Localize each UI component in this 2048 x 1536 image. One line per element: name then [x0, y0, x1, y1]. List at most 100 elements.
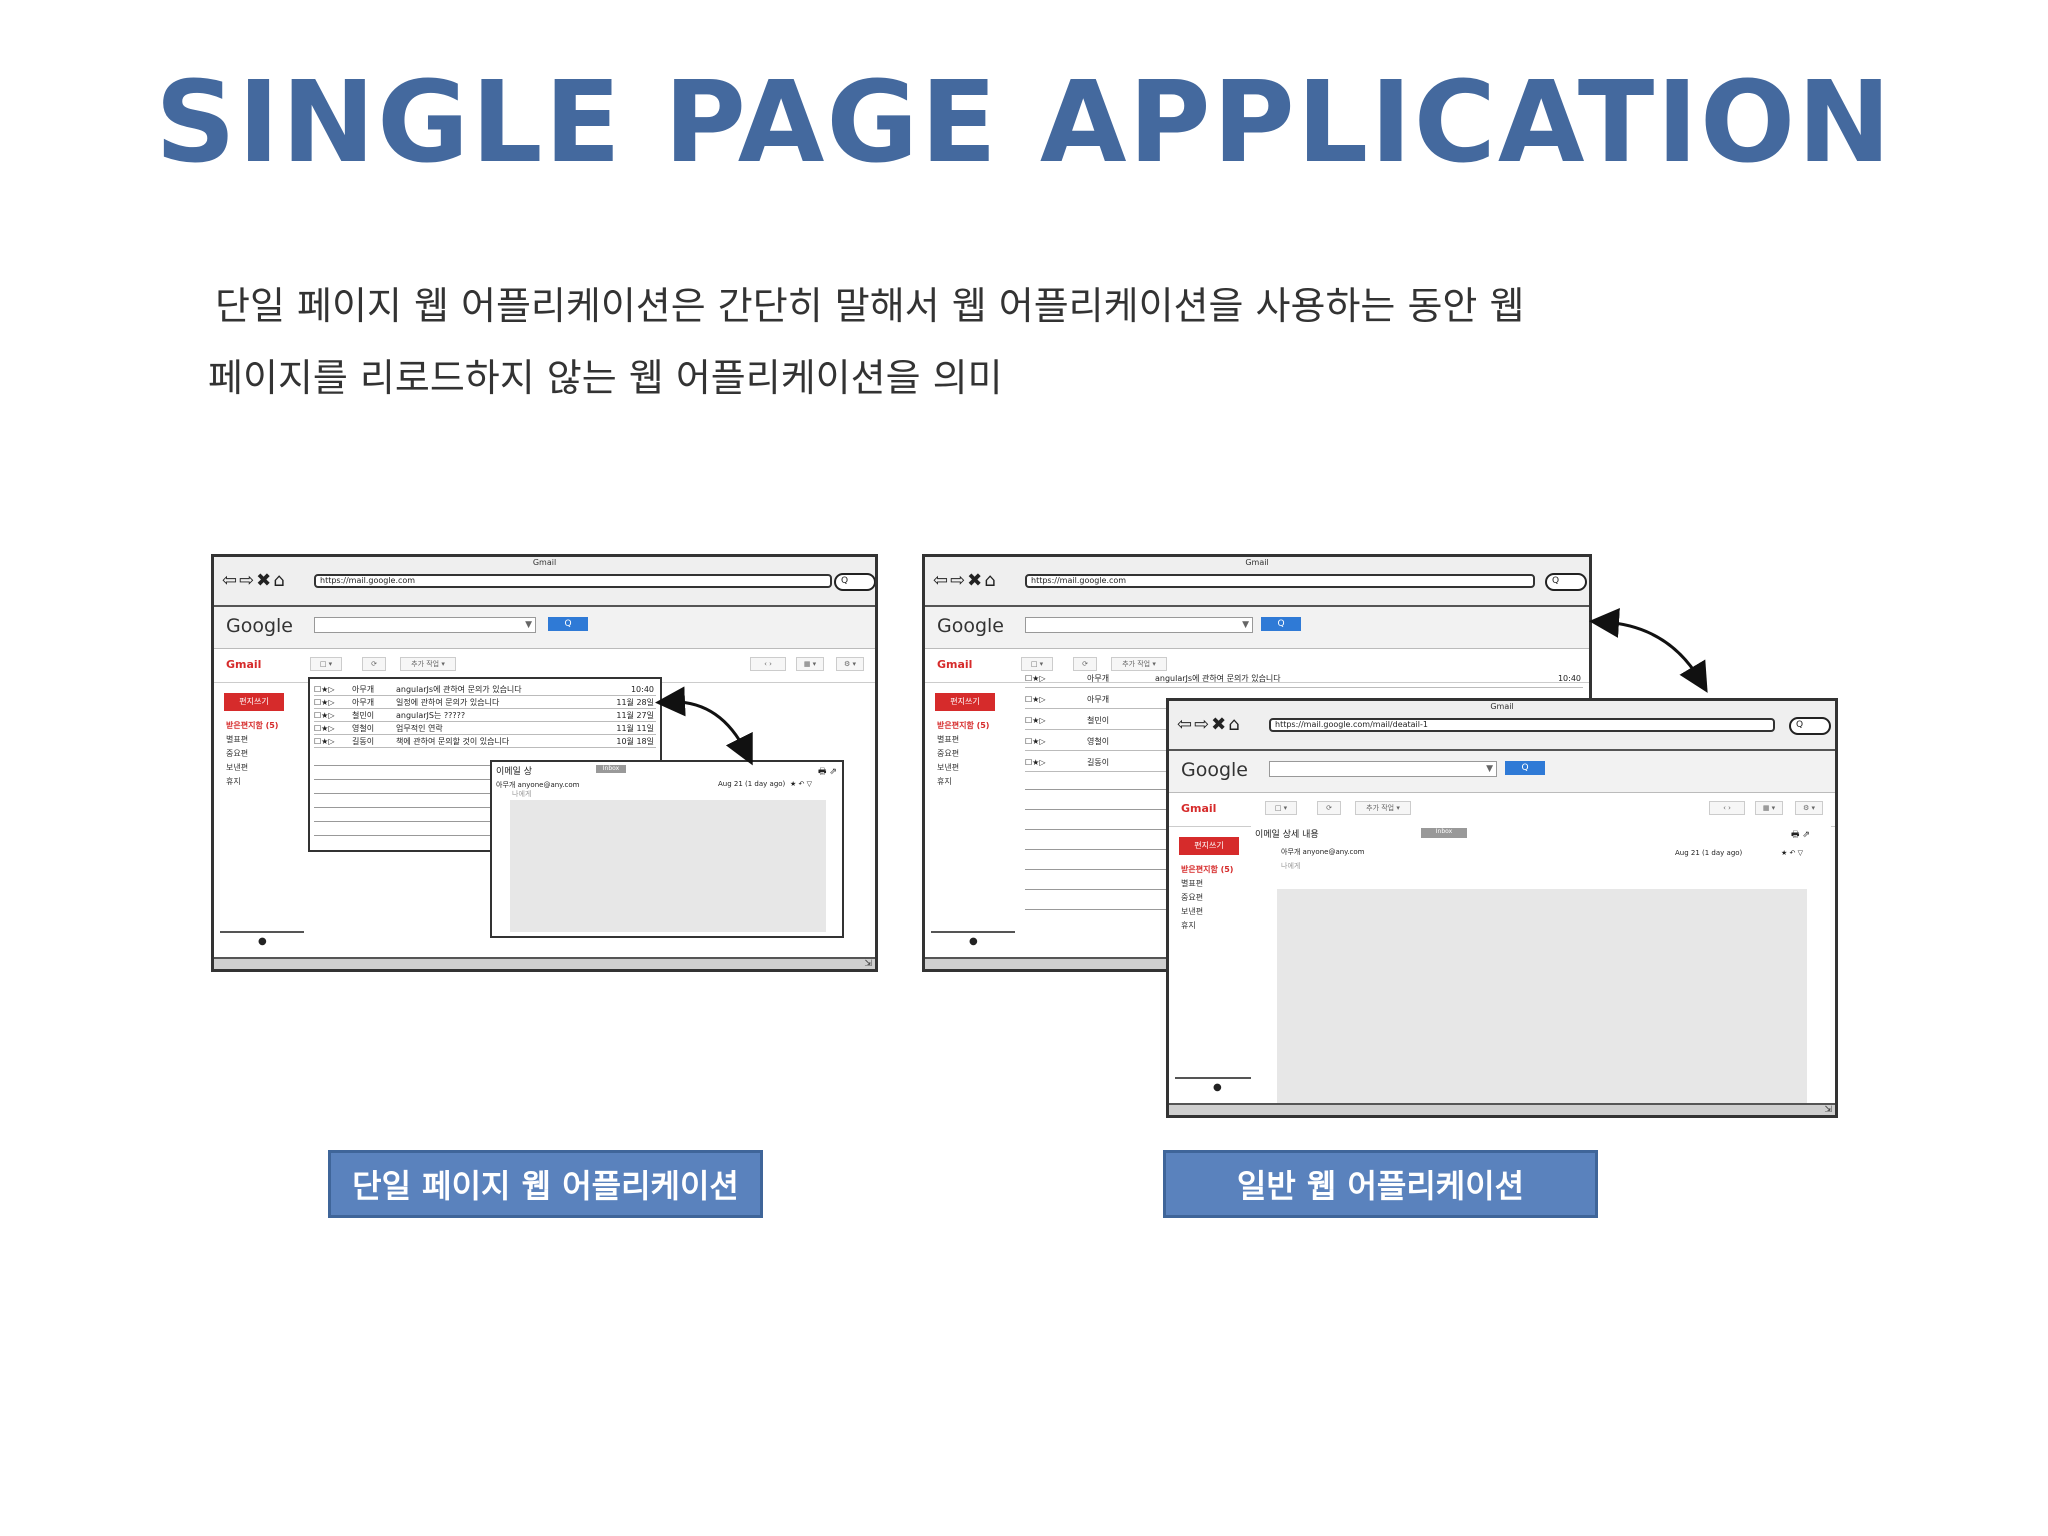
pager-icon: ‹ › — [750, 657, 786, 671]
sidebar-divider — [220, 931, 304, 933]
list-placeholder-line — [314, 807, 494, 808]
sidebar-divider — [931, 931, 1015, 933]
page-reload-arrow — [1589, 607, 1708, 693]
browser-nav-icons: ⇦⇨✖⌂ — [933, 570, 998, 591]
mail-sender: 아무개 — [352, 698, 375, 707]
mail-sender: 철민이 — [352, 711, 375, 720]
compose-button: 편지쓰기 — [224, 693, 284, 711]
browser-search-icon: Q — [834, 573, 875, 591]
compose-button: 편지쓰기 — [935, 693, 995, 711]
view-icon: ▦ ▾ — [1755, 801, 1783, 815]
mail-subject: 일정에 관하여 문의가 있습니다 — [396, 698, 500, 707]
browser-statusbar: ⇲ — [1169, 1103, 1835, 1115]
compose-button: 편지쓰기 — [1179, 837, 1239, 855]
google-search-button: Q — [548, 617, 588, 631]
detail-from: 아무개 anyone@any.com — [496, 781, 580, 789]
mail-detail-panel: 이메일 상세 내용 Inbox 🖶 ⇗ 아무개 anyone@any.com 나… — [1251, 825, 1831, 1109]
select-button: □ ▾ — [1021, 657, 1053, 671]
mail-row: ☐★▷ 영철이 업무적인 연락 11월 11일 — [314, 722, 656, 735]
mail-row-icons: ☐★▷ — [1025, 695, 1046, 704]
slide-title: SINGLE PAGE APPLICATION — [155, 58, 1893, 188]
detail-subject: 이메일 상 — [496, 767, 532, 777]
google-search-field: ▼ — [314, 617, 536, 633]
print-icon: 🖶 ⇗ — [1791, 830, 1810, 840]
list-placeholder-line — [314, 779, 494, 780]
sidebar-item-sent: 보낸편 — [1181, 907, 1204, 916]
mail-row-icons: ☐★▷ — [1025, 716, 1046, 725]
sidebar-item-trash: 휴지 — [226, 777, 241, 786]
mail-row-icons: ☐★▷ — [314, 711, 335, 720]
select-button: □ ▾ — [1265, 801, 1297, 815]
sidebar-folders: 받은편지함 (5) 별표편 중요편 보낸편 휴지 — [226, 719, 278, 789]
inbox-tag: Inbox — [1421, 828, 1467, 838]
mail-row: ☐★▷ 길동이 책에 관하여 문의할 것이 있습니다 10월 18일 — [314, 735, 656, 748]
mail-subject: angularJs에 관하여 문의가 있습니다 — [1155, 674, 1281, 683]
normal-browser-detail-mockup: Gmail ⇦⇨✖⌂ https://mail.google.com/mail/… — [1166, 698, 1838, 1118]
google-search-button: Q — [1261, 617, 1301, 631]
sidebar-item-important: 중요편 — [937, 749, 960, 758]
list-placeholder-line — [1025, 909, 1175, 910]
resize-icon: ⇲ — [1824, 1105, 1832, 1115]
chat-dot-icon: ● — [1213, 1082, 1222, 1093]
detail-body — [1277, 889, 1807, 1109]
mail-sender: 영철이 — [1087, 737, 1110, 746]
mail-row-icons: ☐★▷ — [314, 685, 335, 694]
google-logo: Google — [1181, 759, 1249, 781]
mail-row-icons: ☐★▷ — [314, 724, 335, 733]
mail-row-icons: ☐★▷ — [1025, 737, 1046, 746]
mail-sender: 아무개 — [1087, 674, 1110, 683]
mail-sender: 길동이 — [1087, 758, 1110, 767]
pager-icon: ‹ › — [1709, 801, 1745, 815]
mail-row-icons: ☐★▷ — [1025, 758, 1046, 767]
normal-web-app-caption-label: 일반 웹 어플리케이션 — [1163, 1150, 1598, 1218]
view-icon: ▦ ▾ — [796, 657, 824, 671]
gmail-label: Gmail — [937, 658, 973, 671]
mail-detail-panel: 이메일 상 Inbox 🖶 ⇗ 아무개 anyone@any.com 나에게 A… — [490, 760, 844, 938]
mail-row: ☐★▷ 아무개 angularJs에 관하여 문의가 있습니다 10:40 — [314, 683, 656, 696]
more-actions-button: 추가 작업 ▾ — [400, 657, 456, 671]
mail-subject: angularJs에 관하여 문의가 있습니다 — [396, 685, 522, 694]
refresh-icon: ⟳ — [1073, 657, 1097, 671]
list-placeholder-line — [314, 821, 494, 822]
sidebar-item-sent: 보낸편 — [226, 763, 249, 772]
google-header: Google ▼ Q — [1169, 751, 1835, 793]
detail-to: 나에게 — [512, 790, 532, 798]
more-actions-button: 추가 작업 ▾ — [1111, 657, 1167, 671]
detail-subject: 이메일 상세 내용 — [1255, 830, 1319, 840]
browser-nav-icons: ⇦⇨✖⌂ — [222, 570, 287, 591]
google-search-field: ▼ — [1269, 761, 1497, 777]
gmail-label: Gmail — [1181, 802, 1217, 815]
list-placeholder-line — [314, 793, 494, 794]
refresh-icon: ⟳ — [1317, 801, 1341, 815]
list-placeholder-line — [314, 835, 494, 836]
mail-sender: 철민이 — [1087, 716, 1110, 725]
window-title: Gmail — [532, 558, 557, 567]
description-line-2: 페이지를 리로드하지 않는 웹 어플리케이션을 의미 — [208, 356, 1003, 400]
gmail-toolbar: Gmail □ ▾ ⟳ 추가 작업 ▾ — [925, 649, 1589, 683]
detail-date: Aug 21 (1 day ago) — [718, 780, 786, 788]
detail-from: 아무개 anyone@any.com — [1281, 848, 1365, 856]
chat-dot-icon: ● — [258, 936, 267, 947]
mail-sender: 아무개 — [352, 685, 375, 694]
detail-action-icons: ★ ↶ ▽ — [790, 780, 812, 788]
sidebar-item-inbox: 받은편지함 (5) — [1181, 865, 1234, 874]
sidebar-item-important: 중요편 — [1181, 893, 1204, 902]
mail-sender: 영철이 — [352, 724, 375, 733]
list-placeholder-line — [1025, 869, 1175, 870]
mail-subject: 업무적인 연락 — [396, 724, 443, 733]
mail-row: ☐★▷ 철민이 angularJS는 ????? 11월 27일 — [314, 709, 656, 722]
mail-date: 10:40 — [630, 685, 654, 694]
sidebar-item-sent: 보낸편 — [937, 763, 960, 772]
google-header: Google ▼ Q — [925, 607, 1589, 649]
detail-to: 나에게 — [1281, 862, 1301, 870]
url-bar: https://mail.google.com — [1025, 574, 1535, 588]
window-title: Gmail — [1245, 558, 1269, 567]
window-title: Gmail — [1490, 702, 1514, 711]
detail-body — [510, 800, 826, 932]
url-bar: https://mail.google.com/mail/deatail-1 — [1269, 718, 1775, 732]
mail-row-icons: ☐★▷ — [314, 698, 335, 707]
detail-date: Aug 21 (1 day ago) — [1675, 849, 1743, 857]
sidebar-item-inbox: 받은편지함 (5) — [937, 721, 990, 730]
sidebar-item-starred: 별표편 — [937, 735, 960, 744]
mail-date: 11월 27일 — [616, 711, 654, 720]
